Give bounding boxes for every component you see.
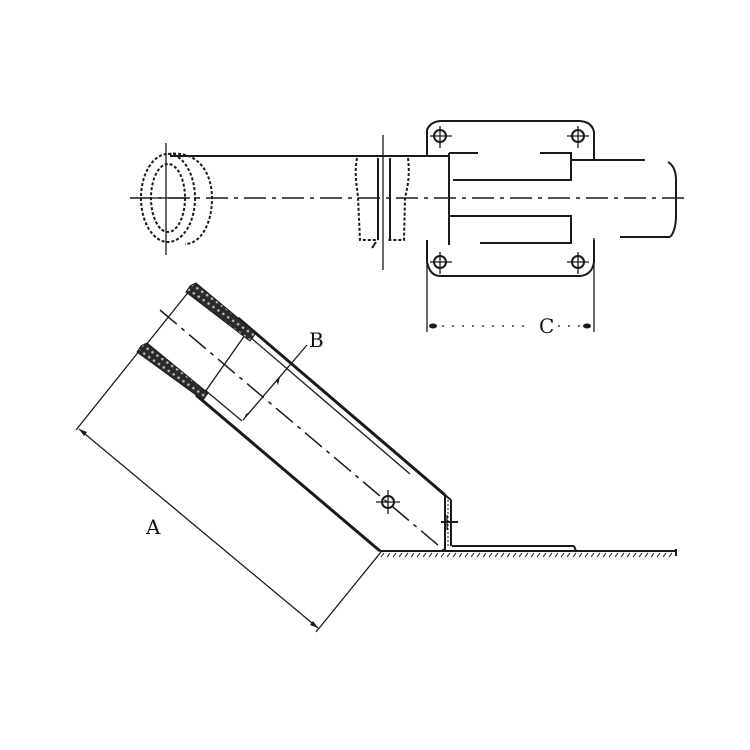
tube-centerline [159, 309, 446, 552]
angled-tube [136, 282, 446, 553]
base-flange [441, 494, 458, 551]
mounting-plate [426, 120, 595, 277]
tube-outer-bottom-edge [195, 393, 381, 553]
mounting-surface [380, 545, 677, 558]
mounting-hole-icon [567, 252, 589, 274]
tube-outer-top-edge [237, 316, 446, 497]
tube-ring-end [140, 143, 214, 255]
clamp-collar [354, 135, 410, 270]
mounting-hole-icon [567, 126, 589, 148]
mounting-hole-icon [430, 126, 452, 148]
dimension-a: A [75, 349, 382, 633]
mounting-holes [430, 126, 589, 274]
tube-end-break [667, 161, 677, 238]
label-a: A [145, 515, 161, 539]
knurled-grip-band [136, 342, 209, 401]
mounting-hole-icon [430, 252, 452, 274]
side-view: B A [75, 282, 677, 633]
dimension-b: B [242, 328, 324, 421]
top-view: C [130, 120, 685, 338]
label-b: B [309, 328, 324, 352]
knurled-grip-band [185, 282, 257, 342]
dimension-c: C [426, 238, 595, 338]
pivot-marker-icon [376, 490, 400, 514]
label-c: C [539, 314, 554, 338]
